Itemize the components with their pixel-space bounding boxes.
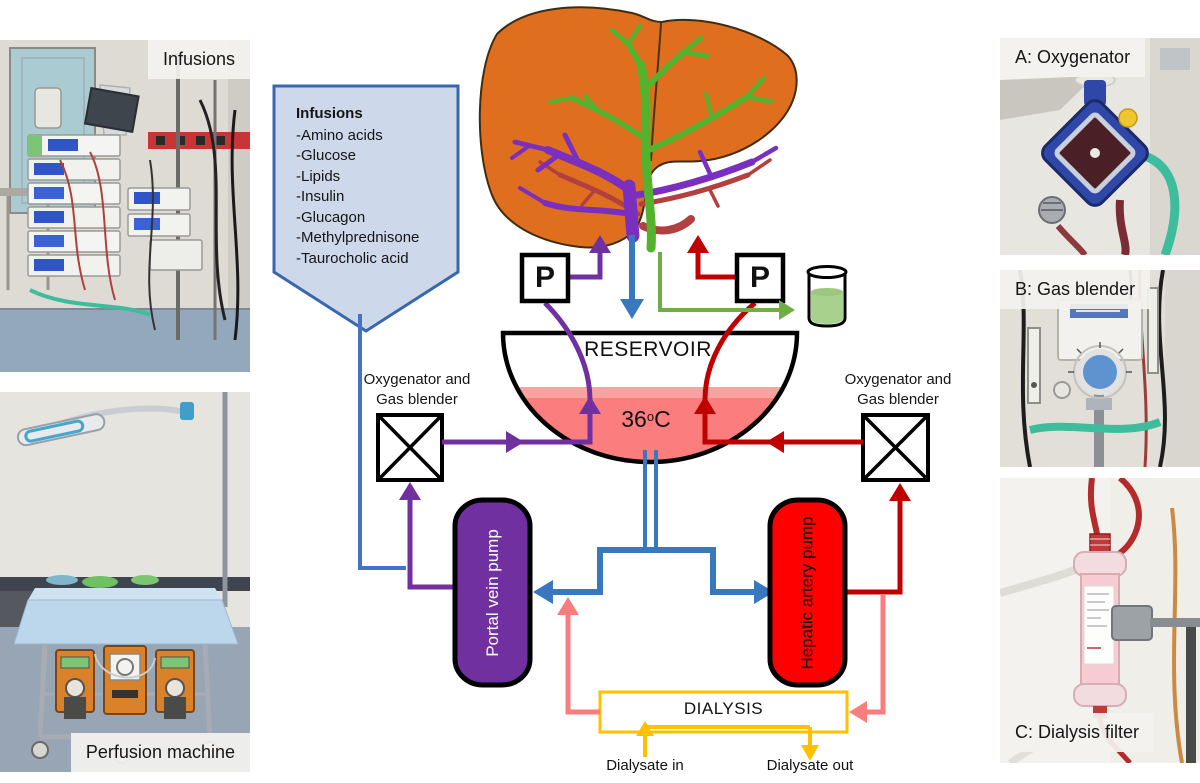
oxygenator-photo-label: A: Oxygenator <box>1000 38 1146 77</box>
infusion-item: -Glucose <box>296 147 357 164</box>
yellow-port <box>1118 108 1138 128</box>
gas-blender-photo: B: Gas blender <box>1000 270 1200 467</box>
dialysate-line <box>636 721 819 761</box>
oxygenator-box-right <box>861 413 930 482</box>
oxygen-tube <box>1143 151 1180 255</box>
perfusion-machine-photo: Perfusion machine <box>0 392 250 772</box>
pressure-sensor-box-left <box>519 252 571 304</box>
dialysis-label: DIALYSIS <box>683 698 764 718</box>
oxygenator-box-left <box>376 413 444 482</box>
liver-graphic <box>478 6 798 253</box>
dialysis-blood-line <box>557 595 886 723</box>
infusions-photo-label: Infusions <box>147 40 250 79</box>
dialysis-filter-photo-label: C: Dialysis filter <box>1000 713 1155 752</box>
reservoir-temperature: 36oC <box>621 406 671 432</box>
infusion-item: -Methylprednisone <box>296 229 420 246</box>
flowmeter-2 <box>1147 287 1159 374</box>
oxygenator-photo: A: Oxygenator <box>1000 38 1200 255</box>
blood-tube <box>1115 199 1130 255</box>
infusion-item: -Glucagon <box>296 208 366 226</box>
portal-vein-pump-shape <box>452 497 533 688</box>
infusion-item: -Insulin <box>296 188 345 205</box>
hepatic-artery-line <box>687 235 911 595</box>
infusions-list: Infusions -Amino acids -Glucose -Lipids … <box>296 104 456 269</box>
infusions-list-title: Infusions <box>296 105 363 122</box>
infusion-line <box>358 314 406 570</box>
dialysate-out-label: Dialysate out <box>766 757 854 774</box>
syringe-pump-stack <box>27 134 121 277</box>
roller-pump-units <box>55 645 195 719</box>
infusions-photo-image <box>0 40 250 372</box>
pressure-sensor-box-right <box>734 252 786 304</box>
oxygenator-right-label: Oxygenator and Gas blender <box>844 371 952 408</box>
oxygen-tube <box>1029 418 1162 434</box>
oxygenator-left-label: Oxygenator and Gas blender <box>363 371 471 408</box>
infusion-pump-secondary-stack <box>127 187 203 271</box>
bile-duct-tree <box>548 23 775 253</box>
infusions-photo: Infusions <box>0 40 250 372</box>
bile-beaker <box>806 265 848 328</box>
oxygenator-device <box>1041 99 1149 207</box>
dialysis-filter-photo: C: Dialysis filter <box>1000 478 1200 763</box>
infusion-item: -Amino acids <box>296 126 383 144</box>
bile-line <box>658 252 795 320</box>
infusion-item: -Lipids <box>296 167 341 185</box>
gas-blender-photo-label: B: Gas blender <box>1000 270 1151 309</box>
perfusate-line <box>533 235 774 604</box>
reservoir-label: RESERVOIR <box>584 338 712 361</box>
hepatic-artery-pump-shape <box>767 497 848 688</box>
dialysate-in-label: Dialysate in <box>606 757 684 774</box>
portal-vein-line <box>399 235 611 590</box>
infusion-item: -Taurocholic acid <box>296 249 409 267</box>
pressure-sensor-right-label: P <box>749 261 770 294</box>
pressure-sensor-left-label: P <box>534 261 555 294</box>
blender-knob <box>1077 349 1123 395</box>
dialysis-filter-photo-image <box>1000 478 1200 763</box>
hepatic-artery-pump-label: Hepatic artery pump <box>797 515 817 670</box>
perfusion-machine-photo-label: Perfusion machine <box>70 733 250 772</box>
flowmeter <box>1027 327 1041 404</box>
surgical-light-head <box>16 413 106 447</box>
portal-vein-pump-label: Portal vein pump <box>482 528 502 657</box>
infusions-bag-shape <box>272 84 460 333</box>
